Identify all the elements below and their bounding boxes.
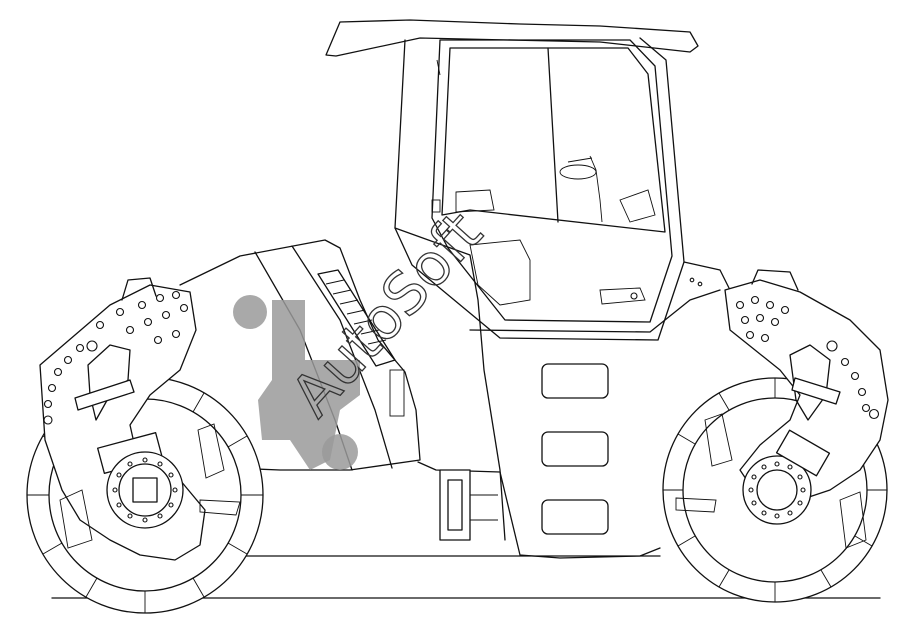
door-hinge xyxy=(436,59,441,76)
front-frame-holes xyxy=(43,290,189,425)
front-drum-assembly xyxy=(26,277,264,614)
seat-pad xyxy=(599,287,646,305)
front-hub-motor xyxy=(132,477,158,503)
autosoft-watermark: AutoSoft xyxy=(233,198,496,470)
seat-back xyxy=(455,189,495,213)
front-lift-lug xyxy=(121,277,157,301)
rear-upper-body xyxy=(683,261,731,291)
watermark-logo-dot xyxy=(233,295,267,329)
rear-hub-bolts xyxy=(748,461,806,519)
rear-drum-assembly xyxy=(662,269,889,603)
watermark-logo-foot xyxy=(322,434,358,470)
window-divider xyxy=(547,47,559,223)
hood-vent-grille xyxy=(317,269,396,367)
control-console xyxy=(469,239,531,306)
side-decal xyxy=(389,369,405,417)
watermark-text: AutoSoft xyxy=(278,199,495,430)
operator-cab xyxy=(325,19,699,341)
seat-knob xyxy=(630,292,638,300)
body-divider xyxy=(394,227,506,541)
rear-mount xyxy=(775,429,831,477)
engine-hood xyxy=(179,239,421,471)
chassis-bottom xyxy=(199,539,661,557)
rear-frame-holes xyxy=(735,295,880,420)
access-panel-lower xyxy=(541,499,609,535)
rear-lift-lug xyxy=(751,269,799,291)
rear-deck xyxy=(469,289,721,333)
steering-column xyxy=(567,155,603,223)
access-panel-upper xyxy=(541,363,609,399)
cab-frame xyxy=(394,37,685,341)
control-lever xyxy=(619,189,656,223)
cab-upper-window xyxy=(441,47,666,233)
steering-wheel xyxy=(559,164,597,180)
front-bracket xyxy=(74,379,135,411)
watermark-logo-figure xyxy=(258,300,360,470)
cab-window-frame xyxy=(431,39,673,323)
door-latch xyxy=(431,199,441,213)
machine-body xyxy=(179,227,731,559)
rear-hub-plate xyxy=(742,455,812,525)
rear-bracket xyxy=(791,377,841,405)
articulation-joint xyxy=(439,469,498,541)
cab-roof xyxy=(325,19,699,57)
front-hub-bolts xyxy=(112,457,178,523)
access-panel-middle xyxy=(541,431,609,467)
